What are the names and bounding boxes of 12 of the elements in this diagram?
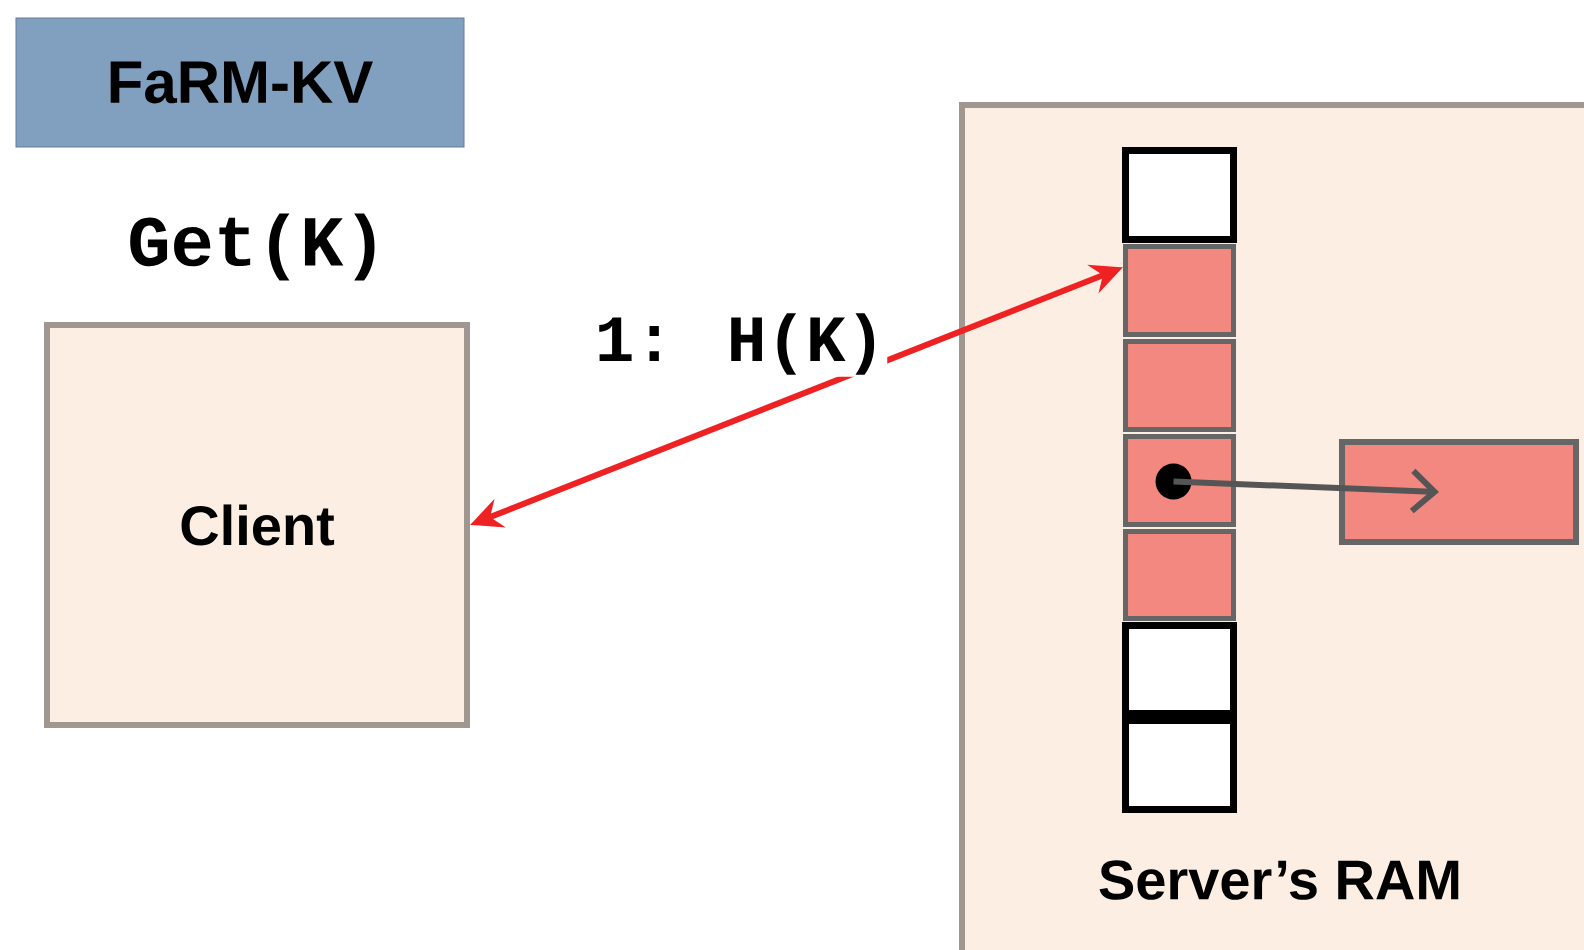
table-slot [1122, 622, 1237, 717]
client-box: Client [44, 322, 470, 728]
table-slot [1122, 147, 1237, 243]
table-slot [1123, 244, 1236, 337]
table-slot [1123, 339, 1236, 432]
edge-label: 1: H(K) [592, 311, 888, 377]
title-box: FaRM-KV [15, 17, 465, 148]
pointer-arrow [1173, 468, 1439, 514]
record-box [1339, 439, 1579, 545]
table-slot [1123, 529, 1236, 621]
table-slot [1122, 717, 1237, 813]
heading: Get(K) [130, 213, 375, 281]
